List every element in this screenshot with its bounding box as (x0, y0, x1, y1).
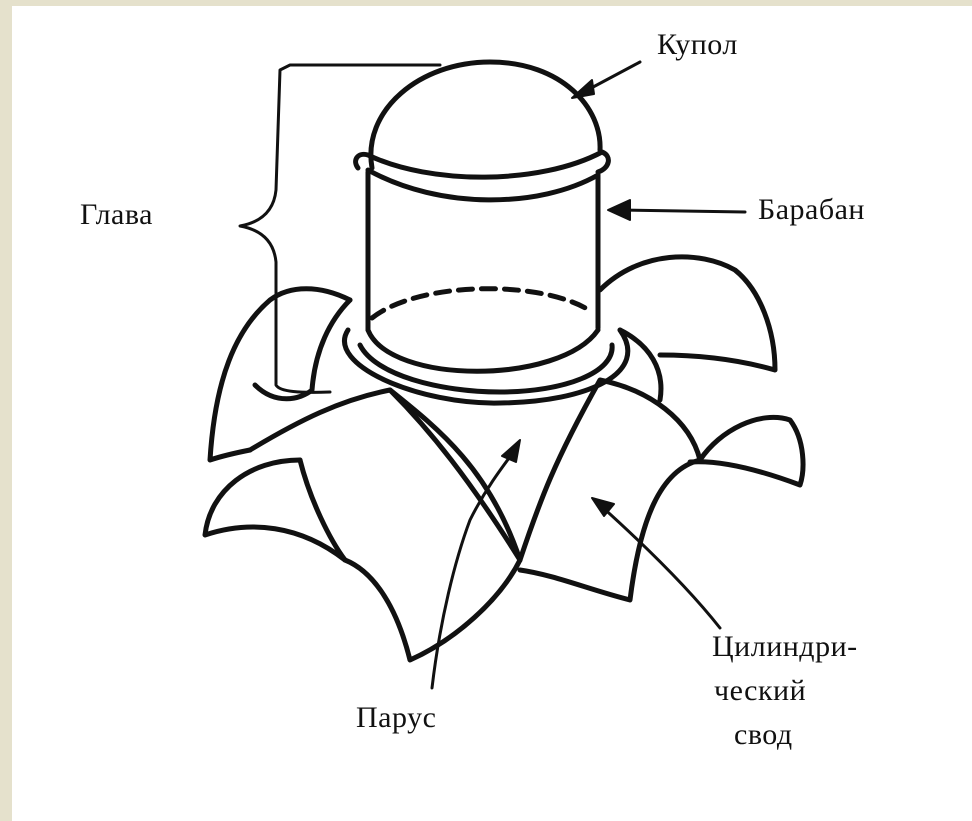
vault-lobe-right (690, 417, 803, 485)
label-parus: Парус (356, 703, 436, 733)
drum-bottom (368, 330, 598, 371)
baraban-arrowhead (608, 200, 630, 220)
pendentive-sail (390, 390, 520, 560)
label-glava: Глава (80, 200, 153, 230)
vault-lobe-front-right (520, 380, 700, 600)
label-svod-line-1: Цилиндри- (712, 625, 858, 669)
drum-hidden-edge (372, 289, 592, 318)
vault-lobe-upper-left (255, 300, 350, 399)
label-kupol: Купол (657, 30, 738, 60)
dome-base-ring (356, 152, 609, 177)
baraban-leader (618, 210, 745, 212)
glava-bracket (240, 65, 440, 392)
dome-shell (371, 62, 600, 168)
label-baraban: Барабан (758, 195, 865, 225)
label-svod-line-3: свод (712, 713, 858, 757)
svod-leader (600, 505, 720, 628)
label-cylindrical-vault: Цилиндри- ческий свод (712, 625, 858, 757)
parus-arrowhead (502, 440, 520, 462)
parus-leader (432, 450, 515, 688)
kupol-arrowhead (572, 80, 594, 98)
vault-lobe-front-left (250, 390, 520, 660)
vault-lobe-left (205, 460, 345, 560)
label-svod-line-2: ческий (712, 669, 858, 713)
